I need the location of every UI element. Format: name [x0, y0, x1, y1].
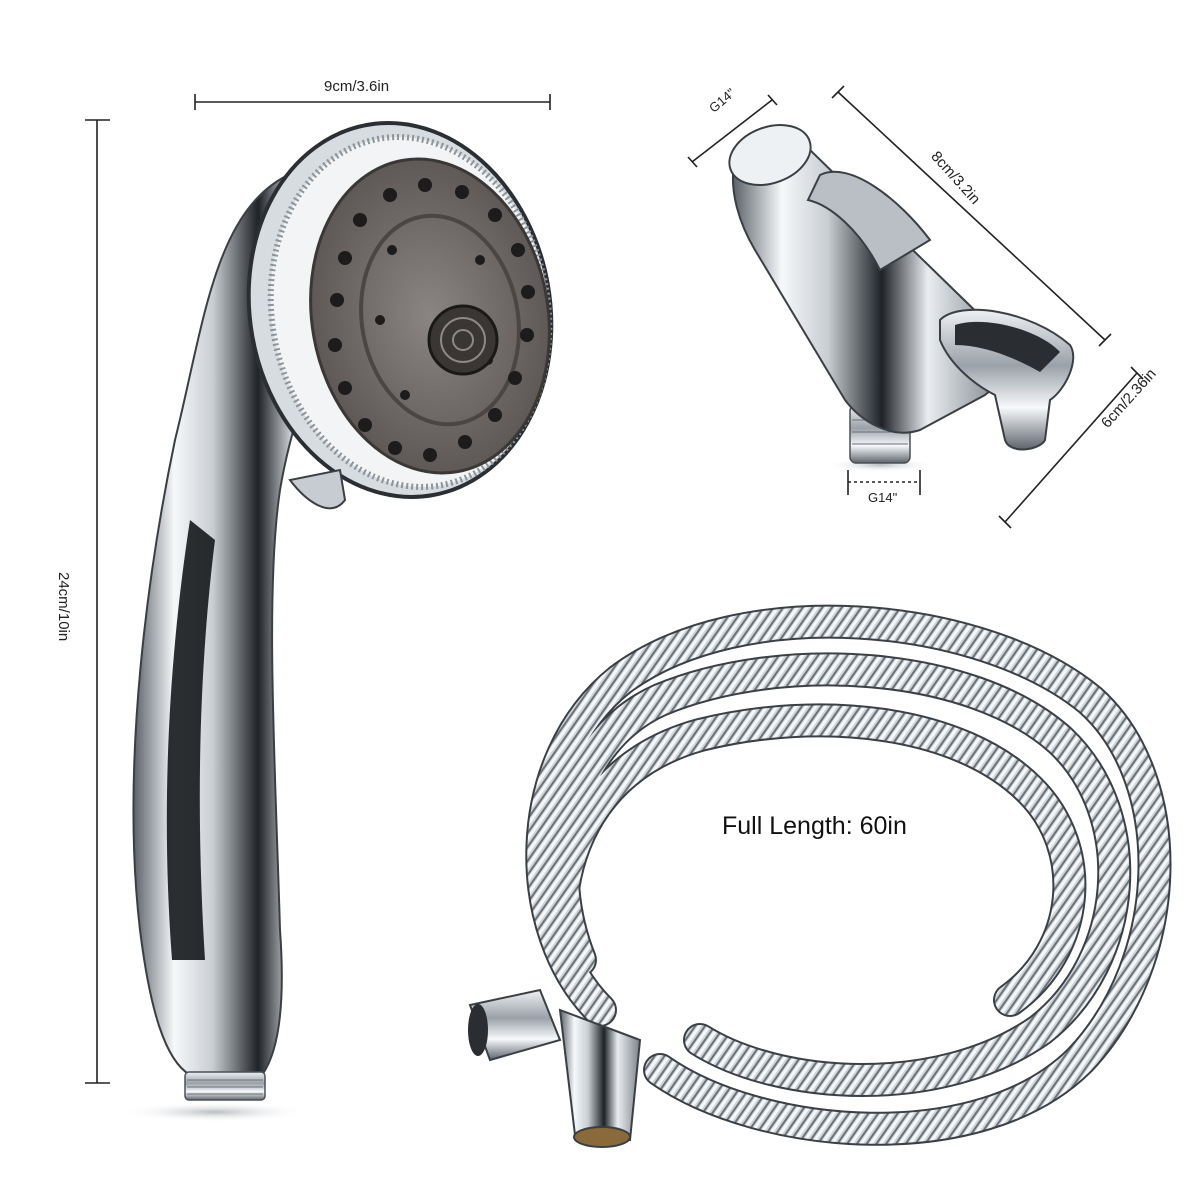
handle-length-label: 24cm/10in	[55, 572, 72, 642]
holder-bottom-thread-label: G14"	[868, 490, 898, 505]
shower-holder-bracket	[728, 124, 1075, 472]
hose-fittings	[468, 988, 642, 1148]
hose-length-label: Full Length: 60in	[722, 812, 907, 840]
braided-hose	[525, 604, 1172, 1146]
dimension-lines	[85, 85, 1144, 1084]
shower-head	[120, 121, 554, 1122]
head-width-label: 9cm/3.6in	[324, 78, 390, 95]
